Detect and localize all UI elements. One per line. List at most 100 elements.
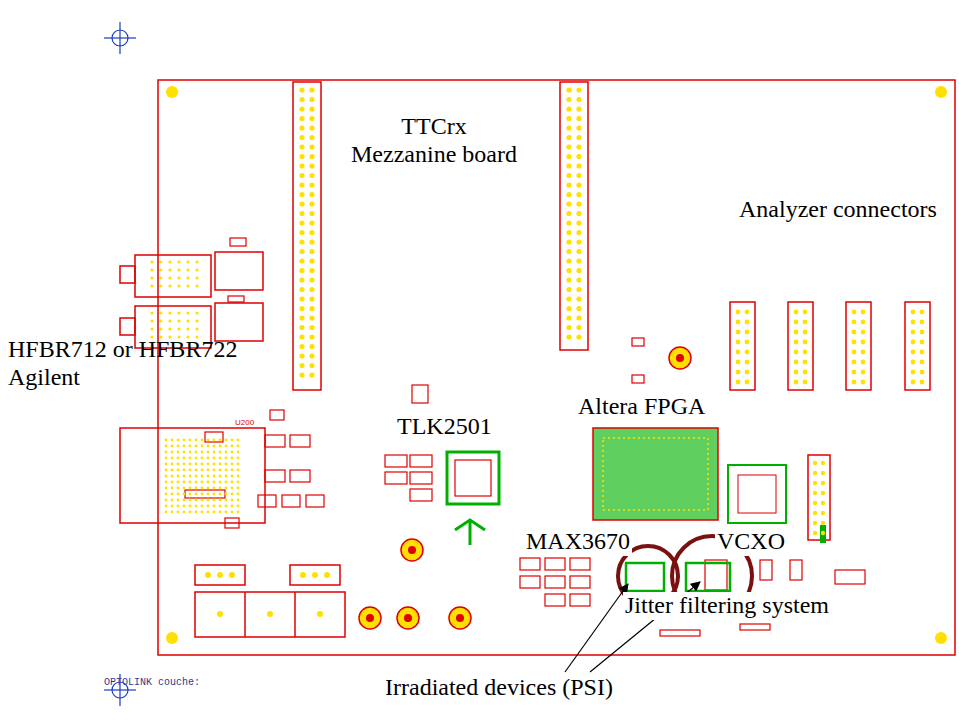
group-label: Analyzer connectors <box>739 196 937 224</box>
pin-dot <box>159 311 162 314</box>
pin-dot <box>576 334 581 339</box>
pin-dot <box>309 125 314 130</box>
pin-dot <box>861 330 866 335</box>
part-label: Altera FPGA <box>578 393 705 421</box>
pin-dot <box>150 260 153 263</box>
pin-dot <box>821 491 825 495</box>
pin-dot <box>803 330 808 335</box>
pin-dot <box>576 163 581 168</box>
pin-dot <box>299 363 304 368</box>
tlk2501-chip <box>447 452 499 504</box>
pin-dot <box>225 463 228 466</box>
pin-dot <box>219 469 222 472</box>
pin-dot <box>309 116 314 121</box>
pin-dot <box>177 511 180 514</box>
pin-dot <box>299 239 304 244</box>
pin-dot <box>150 284 153 287</box>
pin-dot <box>225 469 228 472</box>
pin-dot <box>225 499 228 502</box>
vcxo-chip <box>686 563 730 591</box>
pin-dot <box>920 380 925 385</box>
pin-dot <box>309 211 314 216</box>
pin-dot <box>183 499 186 502</box>
pin-dot <box>299 277 304 282</box>
pad <box>366 614 374 622</box>
pin-dot <box>566 154 571 159</box>
pin-dot <box>576 277 581 282</box>
pad <box>449 607 471 629</box>
pin-dot <box>852 310 857 315</box>
pin-dot <box>794 380 799 385</box>
pin-dot <box>920 340 925 345</box>
smd-part <box>790 560 802 580</box>
smd-part <box>410 472 432 484</box>
pin-dot <box>219 487 222 490</box>
pin <box>229 572 235 578</box>
pin-dot <box>299 334 304 339</box>
pin-dot <box>309 315 314 320</box>
pin-dot <box>168 284 171 287</box>
pin-dot <box>299 182 304 187</box>
smd-part <box>258 495 276 507</box>
pin-dot <box>299 249 304 254</box>
pin-dot <box>195 327 198 330</box>
pin-dot <box>566 182 571 187</box>
pin-dot <box>920 320 925 325</box>
pin-dot <box>189 493 192 496</box>
pin-dot <box>237 505 240 508</box>
pin-dot <box>794 310 799 315</box>
pin-dot <box>237 445 240 448</box>
pin-dot <box>201 463 204 466</box>
pin-dot <box>299 173 304 178</box>
smd-part <box>282 495 300 507</box>
pin-dot <box>168 319 171 322</box>
pin-dot <box>189 499 192 502</box>
pin-dot <box>299 258 304 263</box>
pin-dot <box>165 487 168 490</box>
pin-dot <box>821 481 825 485</box>
smd-part <box>205 432 223 442</box>
pin-dot <box>736 360 741 365</box>
pin-dot <box>201 475 204 478</box>
analyzer-connector <box>730 302 755 390</box>
pin-dot <box>207 451 210 454</box>
pin-dot <box>309 372 314 377</box>
pin-dot <box>911 350 916 355</box>
fpga-pins <box>603 438 708 510</box>
pin-dot <box>189 505 192 508</box>
pin <box>267 611 273 617</box>
pin-dot <box>219 463 222 466</box>
pin-dot <box>821 531 825 535</box>
pin-dot <box>576 230 581 235</box>
pad <box>456 614 464 622</box>
smd-part <box>705 560 727 590</box>
pin-dot <box>186 268 189 271</box>
pin-dot <box>299 211 304 216</box>
pin-dot <box>159 268 162 271</box>
analyzer-connector <box>846 302 871 390</box>
pin-dot <box>231 445 234 448</box>
pin-dot <box>920 370 925 375</box>
pin-dot <box>225 457 228 460</box>
pin-dot <box>183 481 186 484</box>
pin-dot <box>189 511 192 514</box>
pin-dot <box>911 340 916 345</box>
pin-dot <box>576 211 581 216</box>
pin-dot <box>920 330 925 335</box>
mounting-hole <box>935 632 947 644</box>
pin-dot <box>177 505 180 508</box>
pin-dot <box>861 370 866 375</box>
pin-dot <box>177 260 180 263</box>
pin-dot <box>736 380 741 385</box>
pin-dot <box>177 481 180 484</box>
pin-dot <box>299 230 304 235</box>
pin-dot <box>201 481 204 484</box>
pin-dot <box>177 439 180 442</box>
pin-dot <box>237 487 240 490</box>
pin-dot <box>852 360 857 365</box>
pin-dot <box>794 340 799 345</box>
pin-dot <box>213 505 216 508</box>
pin-dot <box>231 463 234 466</box>
pin-dot <box>861 350 866 355</box>
pin-dot <box>165 493 168 496</box>
